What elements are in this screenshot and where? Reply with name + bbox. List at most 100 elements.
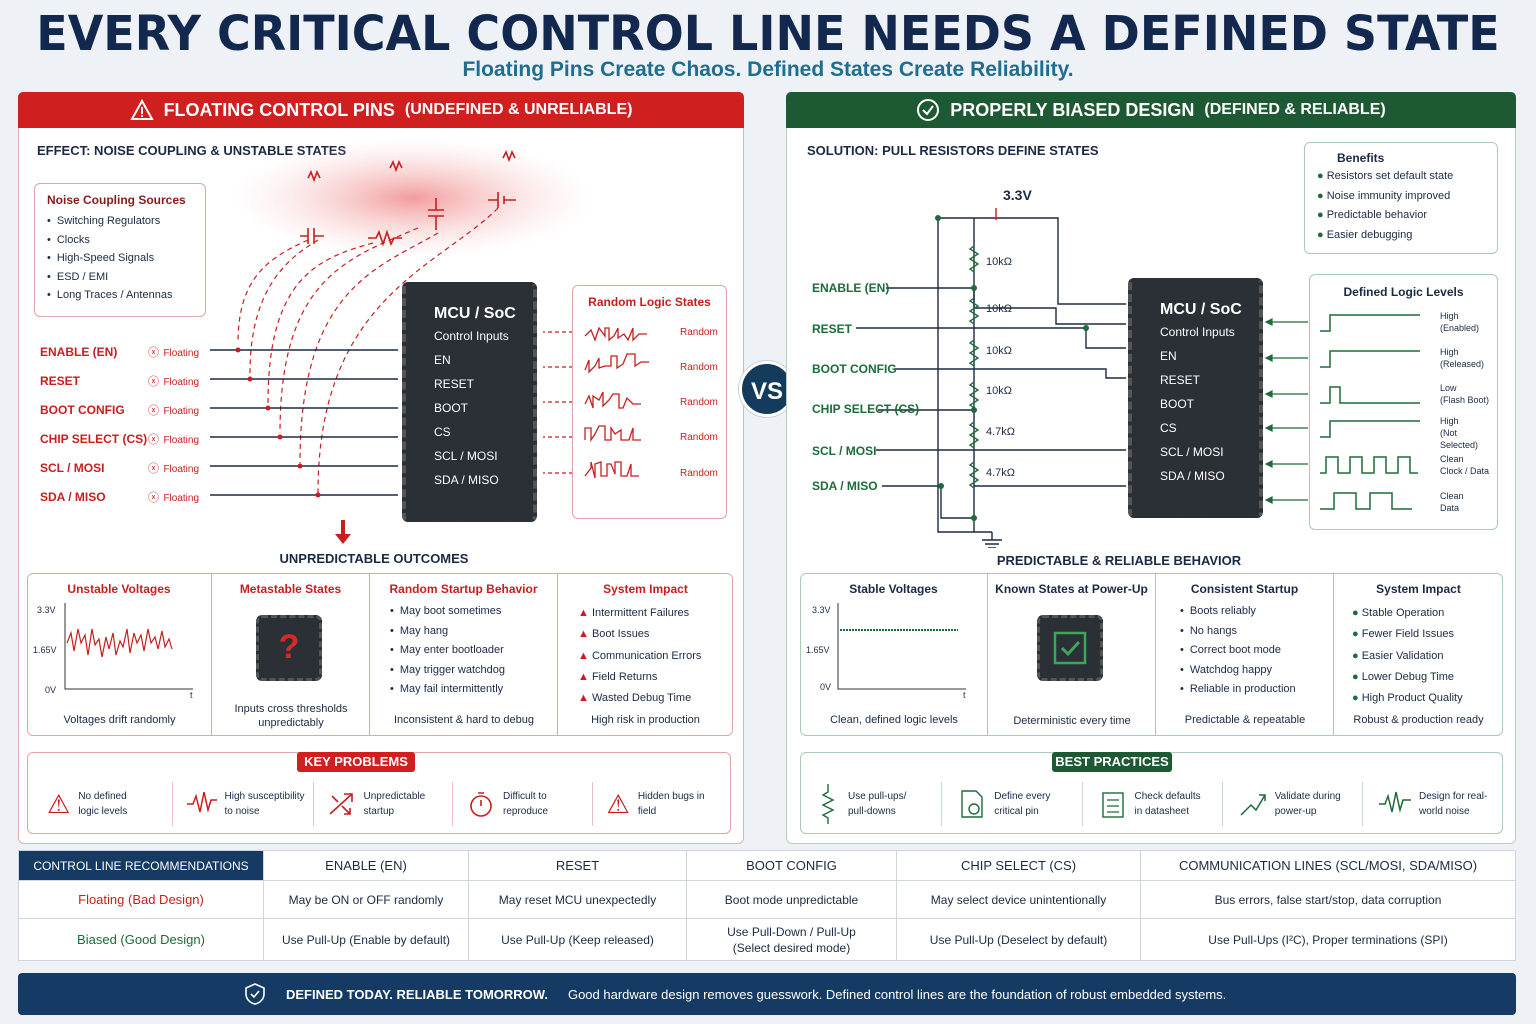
table-header: CHIP SELECT (CS)	[896, 850, 1141, 881]
random-label: Random	[680, 362, 718, 373]
list-item: May boot sometimes	[390, 602, 557, 622]
mcu-chip-floating: MCU / SoC Control Inputs EN RESET BOOT C…	[402, 282, 537, 522]
recommendations-table: CONTROL LINE RECOMMENDATIONS ENABLE (EN)…	[18, 850, 1516, 961]
left-system-impact-card: System Impact ▲ Intermittent Failures ▲ …	[558, 573, 733, 736]
random-label: Random	[680, 397, 718, 408]
list-item: Fewer Field Issues	[1361, 628, 1455, 641]
table-header-row: CONTROL LINE RECOMMENDATIONS ENABLE (EN)…	[18, 850, 1516, 881]
level-state: High	[1440, 347, 1459, 357]
floating-signal-lines	[210, 349, 398, 496]
table-header: BOOT CONFIG	[686, 850, 897, 881]
axis-label: t	[963, 690, 966, 700]
right-header-sub: (DEFINED & RELIABLE)	[1204, 101, 1386, 118]
card-caption: Voltages drift randomly	[63, 714, 176, 726]
list-item: Field Returns	[591, 670, 658, 683]
startup-list: Boots reliably No hangs Correct boot mod…	[1180, 602, 1333, 700]
pin-label: SCL / MOSI	[812, 444, 877, 458]
stable-voltage-plot	[837, 603, 966, 690]
right-header-title: PROPERLY BIASED DESIGN	[950, 99, 1195, 120]
table-cell: May select device unintentionally	[896, 880, 1141, 919]
chip-title: MCU / SoC	[434, 305, 516, 322]
floating-tag: Floating	[163, 377, 200, 388]
level-state: Clean	[1440, 491, 1464, 501]
list-item: Easier Validation	[1361, 649, 1444, 662]
list-item: Correct boot mode	[1180, 641, 1333, 661]
warning-icon: ▲	[578, 670, 589, 683]
check-circle-icon: ●	[1352, 692, 1359, 705]
list-item: May trigger watchdog	[390, 661, 557, 681]
axis-label: 0V	[820, 682, 832, 692]
list-item: May enter bootloader	[390, 641, 557, 661]
defined-waveforms	[1320, 314, 1420, 510]
chip-pin: BOOT	[434, 401, 469, 415]
key-problem-text: High susceptibility to noise	[224, 791, 305, 817]
page-subtitle: Floating Pins Create Chaos. Defined Stat…	[462, 58, 1074, 81]
best-practice-item: Use pull-ups/ pull-downs	[800, 782, 943, 826]
chip-subtitle: Control Inputs	[434, 329, 509, 343]
axis-label: 1.65V	[806, 645, 830, 655]
card-caption: Deterministic every time	[1013, 715, 1131, 727]
card-caption: Predictable & repeatable	[1184, 714, 1306, 726]
axis-label: 3.3V	[812, 605, 831, 615]
vcc-label: 3.3V	[1003, 187, 1032, 203]
best-practice-item: Design for real-world noise	[1363, 782, 1503, 826]
list-item: Boot Issues	[591, 628, 650, 641]
pin-label: SDA / MISO	[812, 479, 878, 493]
table-cell: Biased (Good Design)	[18, 918, 264, 961]
floating-tag: Floating	[163, 493, 200, 504]
card-caption: High risk in production	[591, 714, 700, 726]
check-circle-icon: ●	[1352, 607, 1359, 619]
level-state: Low	[1440, 383, 1457, 393]
pin-label: ENABLE (EN)	[812, 281, 890, 295]
level-note: (Not Selected)	[1440, 428, 1479, 450]
resistor-zigzags	[968, 245, 980, 489]
check-circle-icon	[917, 99, 940, 121]
chip-subtitle: Control Inputs	[1160, 325, 1235, 339]
table-cell: Use Pull-Up (Enable by default)	[263, 918, 469, 961]
right-panel-header: PROPERLY BIASED DESIGN (DEFINED & RELIAB…	[786, 92, 1516, 128]
key-problem-item: Difficult to reproduce	[453, 782, 593, 826]
footer-text: Good hardware design removes guesswork. …	[567, 986, 1227, 1002]
key-problem-text: Unpredictable startup	[363, 791, 426, 817]
table-cell: Boot mode unpredictable	[686, 880, 897, 919]
check-circle-icon: ●	[1317, 170, 1324, 182]
question-chip-icon: ?	[256, 615, 322, 681]
resistor-value: 4.7kΩ	[986, 426, 1016, 438]
list-item: Lower Debug Time	[1361, 670, 1455, 683]
check-circle-icon: ●	[1352, 628, 1359, 641]
chip-pin: RESET	[1160, 373, 1201, 387]
card-title: Random Startup Behavior	[389, 582, 538, 596]
resistor-icon	[821, 784, 835, 824]
levels-title: Defined Logic Levels	[1343, 285, 1464, 299]
left-header-sub: (UNDEFINED & UNRELIABLE)	[404, 101, 633, 118]
list-item: No hangs	[1180, 622, 1333, 642]
table-row: Biased (Good Design) Use Pull-Up (Enable…	[18, 918, 1516, 961]
left-panel-header: FLOATING CONTROL PINS (UNDEFINED & UNREL…	[18, 92, 744, 128]
level-state: High	[1440, 311, 1459, 321]
chip-pin: CS	[434, 425, 451, 439]
random-label: Random	[680, 468, 718, 479]
chip-pin: BOOT	[1160, 397, 1195, 411]
random-logic-states-box: Random Logic States Random Random Random…	[572, 285, 727, 519]
chip-pin: SCL / MOSI	[1160, 445, 1224, 459]
best-practices-title: BEST PRACTICES	[1052, 752, 1172, 772]
list-item: Noise immunity improved	[1326, 189, 1451, 202]
resistor-value: 10kΩ	[986, 256, 1012, 268]
floating-wiring-diagram	[210, 138, 593, 544]
pin-label: ENABLE (EN)	[40, 345, 118, 359]
list-item: High Product Quality	[1361, 692, 1463, 705]
axis-label: 1.65V	[33, 645, 57, 655]
floating-tag: Floating	[163, 435, 200, 446]
check-chip-icon	[1037, 615, 1103, 681]
chip-pin: EN	[434, 353, 451, 367]
table-cell: May reset MCU unexpectedly	[468, 880, 687, 919]
table-header: CONTROL LINE RECOMMENDATIONS	[18, 850, 264, 881]
checklist-icon	[1101, 792, 1124, 818]
level-note: Clock / Data	[1440, 466, 1490, 476]
resistor-value: 10kΩ	[986, 303, 1012, 315]
best-practice-item: Validate during power-up	[1223, 782, 1363, 826]
stable-voltages-card: Stable Voltages 3.3V 1.65V 0V t Clean, d…	[800, 573, 988, 736]
pull-resistor-schematic	[856, 208, 1126, 548]
timer-icon	[470, 792, 492, 817]
best-practice-item: Define every critical pin	[942, 782, 1083, 826]
